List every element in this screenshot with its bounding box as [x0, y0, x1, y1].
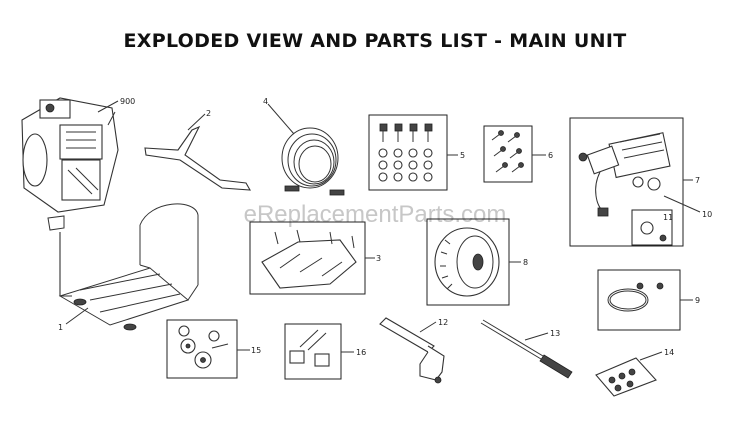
callout-8: 8	[523, 258, 528, 267]
cap-part	[640, 221, 667, 242]
callout-16: 16	[356, 348, 366, 357]
wheel-hardware-part	[178, 325, 229, 369]
frame-part	[47, 203, 199, 331]
wheel-hardware-box	[166, 319, 238, 379]
wand-part	[480, 319, 573, 379]
nozzle-kit-part	[595, 357, 657, 397]
spray-gun-part	[379, 317, 445, 384]
fasteners-box	[368, 114, 448, 191]
callout-12: 12	[438, 318, 448, 327]
handle-part	[144, 125, 251, 191]
callout-10: 10	[702, 210, 712, 219]
engine-part	[21, 97, 119, 213]
watermark: eReplacementParts.com	[244, 201, 507, 228]
callout-900: 900	[120, 97, 135, 106]
pump-box	[569, 117, 684, 247]
callout-14: 14	[664, 348, 674, 357]
callout-11: 11	[663, 213, 673, 222]
pump-part	[578, 132, 671, 217]
callout-5: 5	[460, 151, 465, 160]
hose-part	[281, 127, 345, 196]
wheel-part	[434, 227, 500, 297]
callout-9: 9	[695, 296, 700, 305]
callout-6: 6	[548, 151, 553, 160]
callout-15: 15	[251, 346, 261, 355]
callout-3: 3	[376, 254, 381, 263]
callout-1: 1	[58, 323, 63, 332]
o-ring-part	[607, 282, 664, 312]
callout-7: 7	[695, 176, 700, 185]
handle-hardware-part	[289, 329, 330, 367]
fasteners-part	[378, 123, 433, 182]
callout-13: 13	[550, 329, 560, 338]
bolts-part	[491, 130, 524, 173]
bolts-box	[483, 125, 533, 183]
bracket-part	[261, 229, 357, 289]
cap-box	[631, 209, 673, 246]
page-title: EXPLODED VIEW AND PARTS LIST - MAIN UNIT	[123, 30, 627, 52]
callout-4: 4	[263, 97, 268, 106]
callout-2: 2	[206, 109, 211, 118]
